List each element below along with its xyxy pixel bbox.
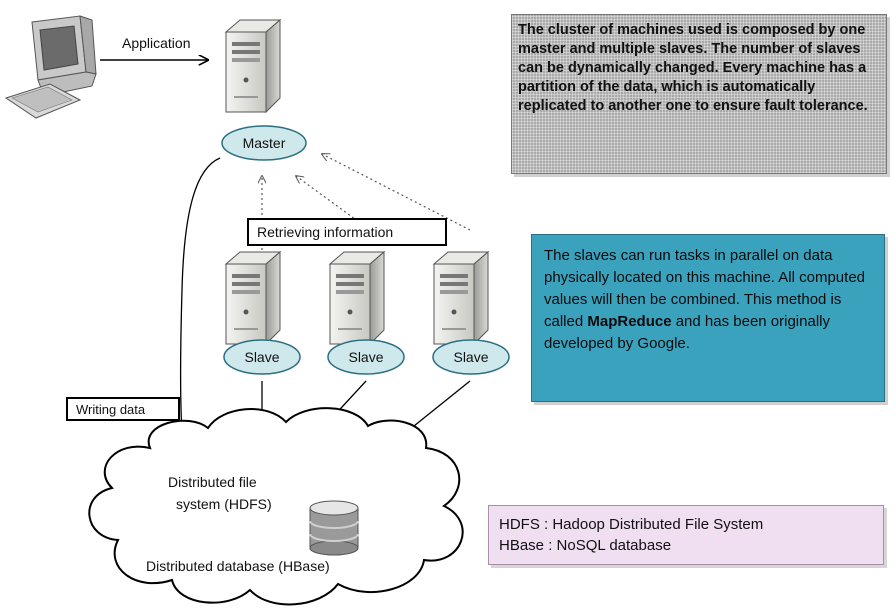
mapreduce-note-text-1: The slaves can run tasks in parallel on … xyxy=(544,247,866,330)
cluster-note: The cluster of machines used is composed… xyxy=(511,14,887,174)
slave-server-icon-1 xyxy=(225,251,281,345)
mapreduce-note-text-2: and has been originally developed by Goo… xyxy=(544,313,830,352)
glossary-note: HDFS : Hadoop Distributed File System HB… xyxy=(488,505,884,565)
retrieving-information-label: Retrieving information xyxy=(247,218,447,246)
dfs-label-line1: Distributed file xyxy=(168,474,257,490)
master-server-icon xyxy=(225,19,281,113)
slave-node-1 xyxy=(223,339,301,375)
slave-node-3 xyxy=(432,339,510,375)
glossary-hdfs: HDFS : Hadoop Distributed File System xyxy=(499,516,764,533)
database-icon xyxy=(309,500,359,556)
application-label: Application xyxy=(122,35,191,51)
slave-server-icon-3 xyxy=(433,251,489,345)
glossary-hbase: HBase : NoSQL database xyxy=(499,537,672,554)
mapreduce-note: The slaves can run tasks in parallel on … xyxy=(531,234,885,402)
slave-label-1: Slave xyxy=(244,349,280,365)
slave-node-2 xyxy=(327,339,405,375)
slave-label-3: Slave xyxy=(453,349,489,365)
mapreduce-keyword: MapReduce xyxy=(587,313,672,330)
database-label: Distributed database (HBase) xyxy=(146,558,330,574)
master-label: Master xyxy=(242,135,286,151)
dfs-label-line2: system (HDFS) xyxy=(176,496,272,512)
writing-data-label: Writing data xyxy=(66,397,180,421)
master-node xyxy=(221,125,307,161)
writing-data-arrow xyxy=(181,157,221,432)
slave-server-icon-2 xyxy=(329,251,385,345)
storage-cloud xyxy=(88,407,464,606)
slave-label-2: Slave xyxy=(348,349,384,365)
computer-icon xyxy=(4,15,97,119)
